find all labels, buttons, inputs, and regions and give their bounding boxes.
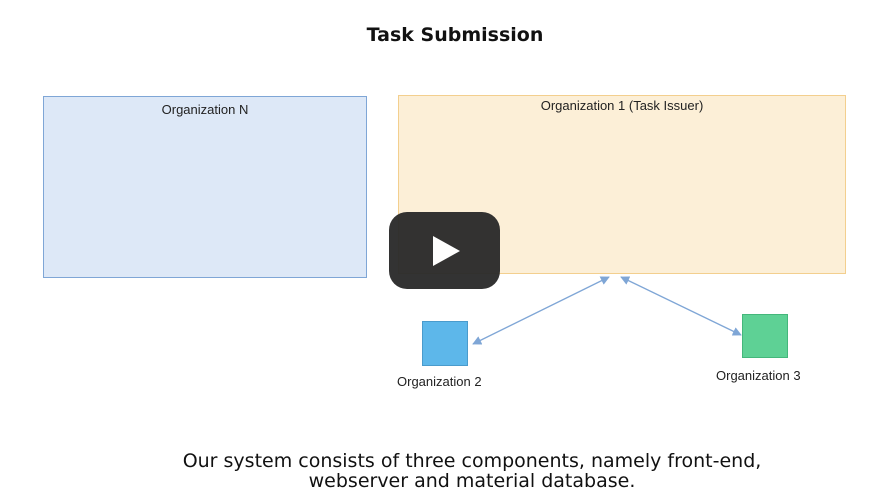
organization-2-node — [422, 321, 468, 366]
caption-line-1: Our system consists of three components,… — [182, 450, 762, 472]
arrow-org1-org2 — [472, 276, 610, 345]
organization-n-box: Organization N — [43, 96, 367, 278]
organization-3-node — [742, 314, 788, 358]
slide-title: Task Submission — [366, 24, 544, 46]
caption-line-2: webserver and material database. — [308, 470, 636, 492]
organization-1-label: Organization 1 (Task Issuer) — [540, 98, 704, 113]
play-icon — [433, 236, 460, 266]
organization-3-label: Organization 3 — [716, 368, 801, 383]
organization-2-label: Organization 2 — [397, 374, 482, 389]
arrow-org1-org3 — [620, 276, 742, 336]
video-play-button[interactable] — [389, 212, 500, 289]
organization-n-label: Organization N — [161, 102, 249, 117]
